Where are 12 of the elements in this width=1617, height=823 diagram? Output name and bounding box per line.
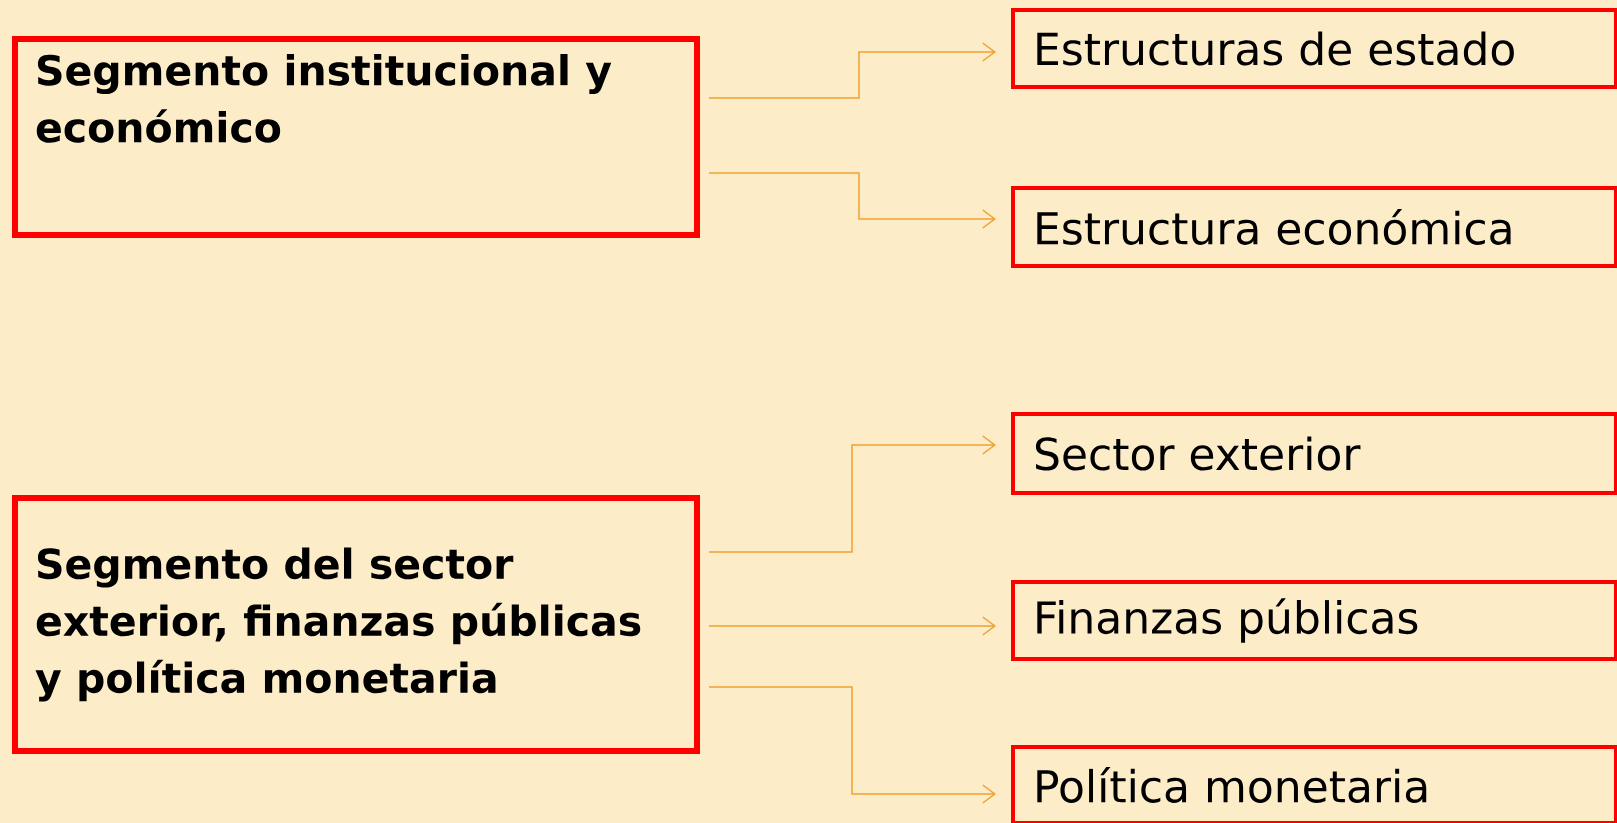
arrow — [708, 686, 996, 804]
arrow — [708, 435, 996, 553]
topic-box: Estructura económica — [1011, 186, 1617, 268]
process-box: Segmento institucional y económico — [12, 36, 700, 238]
topic-box: Estructuras de estado — [1011, 8, 1617, 89]
process-box: Segmento del sector exterior, finanzas públicas y política monetaria — [12, 495, 700, 754]
arrow — [708, 172, 996, 229]
topic-box: Sector exterior — [1011, 412, 1617, 495]
topic-box: Finanzas públicas — [1011, 580, 1617, 661]
topic-box: Política monetaria — [1011, 745, 1617, 823]
arrow — [708, 616, 996, 636]
arrow — [708, 42, 996, 99]
